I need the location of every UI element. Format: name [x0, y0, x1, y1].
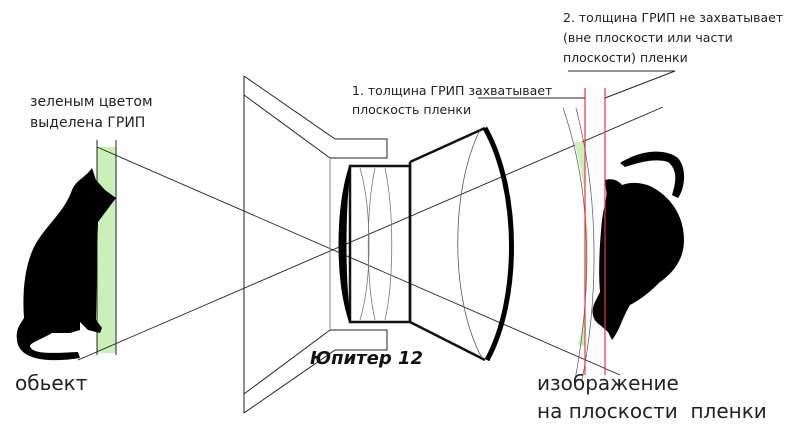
ray-top	[96, 146, 621, 376]
dof-note-line2: выделена ГРИП	[30, 115, 145, 131]
note1-underlined: захватывает	[468, 83, 552, 98]
lens-hood	[243, 75, 388, 414]
dof-note-line1: зеленым цветом	[30, 94, 153, 110]
image-field-curve-1	[562, 107, 588, 381]
image-label-line2: на плоскости пленки	[537, 399, 767, 423]
note2-line3: плоскости) пленки	[563, 50, 688, 65]
note1-line1: 1. толщина ГРИП захватывает	[352, 83, 552, 98]
lens-barrel	[338, 126, 514, 362]
ray-bottom	[77, 106, 664, 361]
image-dof-zone	[574, 142, 589, 346]
note1-line2: плоскость пленки	[352, 102, 471, 117]
image-field-curve-2	[575, 107, 595, 381]
object-dof-zone	[97, 147, 116, 353]
lens-name: Юпитер 12	[310, 348, 423, 369]
note1-prefix: 1. толщина ГРИП	[352, 83, 468, 98]
image-label-line1: изображение	[537, 371, 679, 395]
note2-line1: 2. толщина ГРИП не захватывает	[563, 10, 783, 25]
note2-leader	[568, 70, 676, 99]
cat-object-silhouette	[16, 168, 116, 361]
cat-image-silhouette	[592, 151, 685, 340]
note2-line2: (вне плоскости или части	[563, 30, 733, 45]
object-label: обьект	[15, 371, 88, 395]
